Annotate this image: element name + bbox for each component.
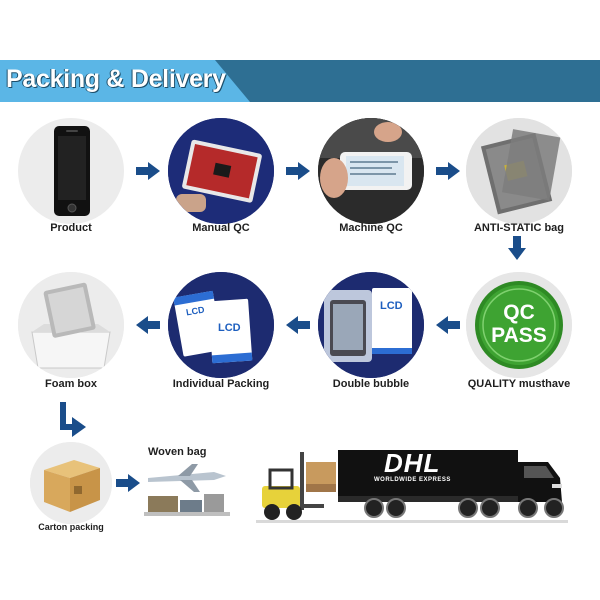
step-label-woven-bag: Woven bag: [148, 446, 207, 458]
qc-pass-seal-icon: [466, 272, 572, 378]
step-label-foam-box: Foam box: [45, 378, 97, 390]
banner-light-band: [0, 60, 250, 102]
pass-text: PASS: [491, 324, 547, 347]
arrow-down-right-icon: [60, 402, 86, 437]
foam-box-icon: [18, 272, 124, 378]
lcd-label: LCD: [380, 300, 403, 312]
truck-brand-logo: DHL: [384, 448, 441, 478]
logistics-plane-icon: [144, 464, 230, 516]
foam-box-image: [18, 272, 124, 378]
machine-qc-icon: [318, 118, 424, 224]
phone-screen-icon: [54, 126, 90, 216]
step-label-quality: QUALITY musthave: [467, 378, 571, 390]
step-label-manual-qc: Manual QC: [192, 222, 250, 234]
carton-box-icon: [30, 442, 112, 524]
forklift-truck-icon: [256, 450, 568, 523]
individual-packing-icon: [168, 272, 274, 378]
arrow-right-icon: [136, 162, 160, 180]
anti-static-bag-icon: [466, 118, 572, 224]
step-label-individual-packing: Individual Packing: [172, 378, 270, 390]
manual-qc-image: [168, 118, 274, 224]
arrow-down-icon: [508, 236, 526, 260]
qc-text: QC: [503, 301, 535, 324]
step-label-carton-packing: Carton packing: [38, 522, 104, 532]
arrow-right-icon: [286, 162, 310, 180]
page-title: Packing & Delivery: [6, 65, 226, 93]
double-bubble-icon: [318, 272, 424, 378]
header-banner: Packing & Delivery: [0, 60, 600, 102]
machine-qc-image: [318, 118, 424, 224]
manual-qc-icon: [168, 118, 274, 224]
arrow-left-icon: [136, 316, 160, 334]
truck-brand-subtitle: WORLDWIDE EXPRESS: [374, 477, 451, 483]
individual-packing-image: LCD LCD: [168, 272, 274, 378]
arrow-left-icon: [436, 316, 460, 334]
arrow-left-icon: [286, 316, 310, 334]
arrow-right-icon: [116, 474, 140, 492]
product-image: [18, 118, 124, 224]
step-label-product: Product: [50, 222, 92, 234]
step-label-machine-qc: Machine QC: [339, 222, 403, 234]
step-label-anti-static: ANTI-STATIC bag: [473, 222, 565, 234]
qc-pass-badge-image: QC PASS: [466, 272, 572, 378]
arrow-right-icon: [436, 162, 460, 180]
lcd-label: LCD: [218, 322, 241, 334]
double-bubble-image: LCD: [318, 272, 424, 378]
step-label-double-bubble: Double bubble: [332, 378, 410, 390]
anti-static-bag-image: [466, 118, 572, 224]
carton-packing-image: [30, 442, 112, 524]
